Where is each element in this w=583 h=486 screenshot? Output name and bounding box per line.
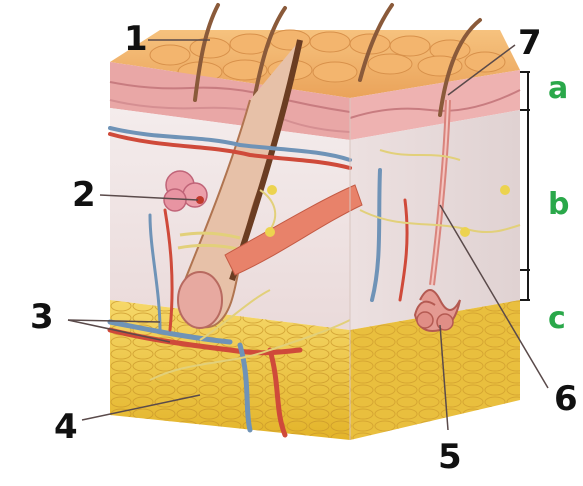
layer-label-c: c — [548, 304, 566, 334]
layer-label-a: a — [548, 74, 568, 104]
layer-bracket — [520, 72, 530, 300]
label-3: 3 — [30, 300, 54, 334]
label-4: 4 — [54, 410, 78, 444]
label-2: 2 — [72, 178, 96, 212]
label-1: 1 — [124, 22, 148, 56]
label-7: 7 — [518, 26, 542, 60]
label-5: 5 — [438, 440, 462, 474]
layer-label-b: b — [548, 190, 569, 220]
label-6: 6 — [554, 382, 578, 416]
